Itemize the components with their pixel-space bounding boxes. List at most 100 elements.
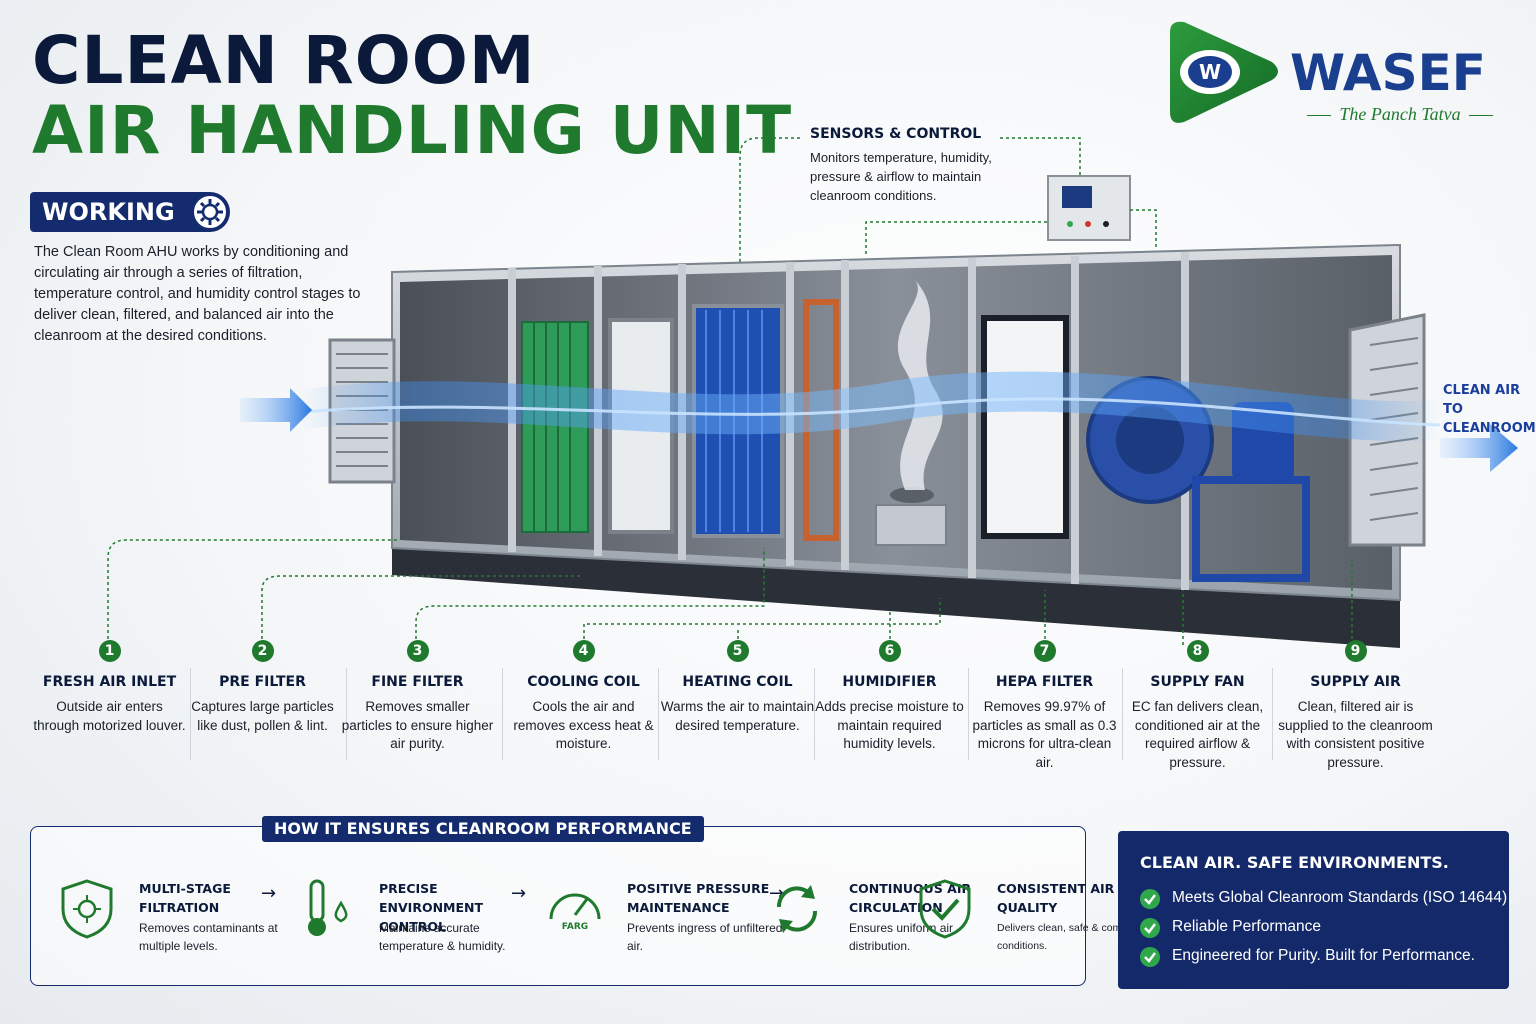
gear-icon [192,194,228,230]
step-description: EC fan delivers clean, conditioned air a… [1131,699,1264,770]
benefit-item: Reliable Performance [1140,917,1500,939]
step-number: 6 [878,640,901,662]
supply-fan-frame [1192,476,1310,582]
sensor-title: SENSORS & CONTROL [810,126,982,142]
step-title: HEPA FILTER [995,674,1094,690]
perf-item-title: CONSISTENT AIR QUALITY [997,881,1115,915]
page-title-line2: AIR HANDLING UNIT [32,92,793,169]
recycle-arrows-icon [776,885,818,933]
benefit-text: Engineered for Purity. Built for Perform… [1172,947,1475,964]
page-title-line1: CLEAN ROOM [32,22,536,99]
benefits-title: CLEAN AIR. SAFE ENVIRONMENTS. [1140,853,1449,872]
perf-item-description: Prevents ingress of unfiltered air. [627,921,783,953]
step-number: 5 [726,640,749,662]
step-title: FRESH AIR INLET [42,674,177,690]
air-flow-line [299,397,1441,427]
check-circle-icon [1140,947,1160,967]
humidifier-base [875,504,947,546]
benefits-panel: CLEAN AIR. SAFE ENVIRONMENTS. Meets Glob… [1118,831,1509,989]
process-steps: 1 FRESH AIR INLET Outside air enters thr… [30,640,1520,800]
logo-mark-icon: W [1170,21,1278,123]
perf-item-title: MULTI-STAGE FILTRATION [139,881,231,915]
step-number: 3 [406,640,429,662]
step-number: 9 [1344,640,1367,662]
step-title: PRE FILTER [219,674,306,690]
performance-panel: MULTI-STAGE FILTRATION Removes contamina… [30,826,1146,986]
step-number: 8 [1186,640,1209,662]
shield-check-icon [919,879,971,939]
control-panel-screen [1062,186,1092,208]
step-divider [814,668,815,760]
benefit-text: Meets Global Cleanroom Standards (ISO 14… [1172,889,1508,906]
step-divider [1122,668,1123,760]
step-description: Removes 99.97% of particles as small as … [972,699,1117,770]
hepa-filter [981,315,1069,539]
benefit-text: Reliable Performance [1172,918,1322,935]
clean-air-label: CLEAN AIR TO CLEANROOM [1443,383,1536,436]
humidifier-nozzle [890,487,934,503]
arrow-right-icon: → [261,883,277,904]
logo-name: WASEF [1290,44,1486,102]
benefit-item: Meets Global Cleanroom Standards (ISO 14… [1140,888,1507,910]
ahu-diagram [107,137,1518,648]
performance-title: HOW IT ENSURES CLEANROOM PERFORMANCE [262,816,704,842]
perf-item-description: Delivers clean, safe & compliant conditi… [997,922,1147,952]
step-divider [968,668,969,760]
perf-item-title: POSITIVE PRESSURE MAINTENANCE [627,881,770,915]
step-pre-filter: 2 PRE FILTER Captures large particles li… [185,640,340,735]
step-number: 4 [572,640,595,662]
perf-item-title: PRECISE ENVIRONMENT CONTROL [379,881,484,934]
step-number: 7 [1033,640,1056,662]
step-divider [346,668,347,760]
step-number: 1 [98,640,121,662]
sensor-description: Monitors temperature, humidity, pressure… [810,150,992,203]
supply-fan-hub [1116,406,1184,474]
step-number: 2 [251,640,274,662]
step-hepa-filter: 7 HEPA FILTER Removes 99.97% of particle… [967,640,1122,772]
step-description: Removes smaller particles to ensure high… [341,699,494,751]
step-supply-air: 9 SUPPLY AIR Clean, filtered air is supp… [1278,640,1433,772]
thermometer-drop-icon [308,879,348,936]
step-title: COOLING COIL [527,674,640,690]
logo-tagline: The Panch Tatva [1290,104,1510,125]
wasef-logo: W WASEF The Panch Tatva [1162,18,1522,128]
step-title: SUPPLY AIR [1310,674,1401,690]
step-humidifier: 6 HUMIDIFIER Adds precise moisture to ma… [812,640,967,754]
step-title: SUPPLY FAN [1150,674,1245,690]
perf-item-description: Removes contaminants at multiple levels. [139,921,278,953]
arrow-right-icon: → [511,883,527,904]
step-title: FINE FILTER [371,674,464,690]
check-circle-icon [1140,889,1160,909]
step-supply-fan: 8 SUPPLY FAN EC fan delivers clean, cond… [1120,640,1275,772]
base-skid-front [392,548,1400,648]
perf-item-title: CONTINUOUS AIR CIRCULATION [849,881,972,915]
step-cooling-coil: 4 COOLING COIL Cools the air and removes… [506,640,661,754]
inlet-arrow-icon [240,388,312,432]
gauge-icon: FARG [549,893,601,932]
step-divider [190,668,191,760]
working-label: WORKING [42,198,175,226]
step-fine-filter: 3 FINE FILTER Removes smaller particles … [340,640,495,754]
step-divider [1272,668,1273,760]
step-description: Adds precise moisture to maintain requir… [815,699,964,751]
step-divider [502,668,503,760]
step-description: Captures large particles like dust, poll… [191,699,334,733]
shield-virus-icon [61,879,113,939]
check-circle-icon [1140,918,1160,938]
callout-lines [107,137,1353,645]
step-fresh-air-inlet: 1 FRESH AIR INLET Outside air enters thr… [32,640,187,735]
outlet-arrow-icon [1440,424,1518,472]
step-description: Clean, filtered air is supplied to the c… [1278,699,1433,770]
pre-filter-pleats [533,322,571,532]
step-description: Warms the air to maintain desired temper… [660,699,815,733]
logo-mark-letter: W [1199,60,1221,84]
step-description: Cools the air and removes excess heat & … [513,699,654,751]
step-title: HUMIDIFIER [842,674,937,690]
benefit-item: Engineered for Purity. Built for Perform… [1140,946,1500,968]
step-heating-coil: 5 HEATING COIL Warms the air to maintain… [660,640,815,735]
working-badge: WORKING [30,192,230,232]
step-description: Outside air enters through motorized lou… [33,699,186,733]
gauge-label: FARG [562,922,588,932]
step-divider [658,668,659,760]
step-title: HEATING COIL [682,674,793,690]
